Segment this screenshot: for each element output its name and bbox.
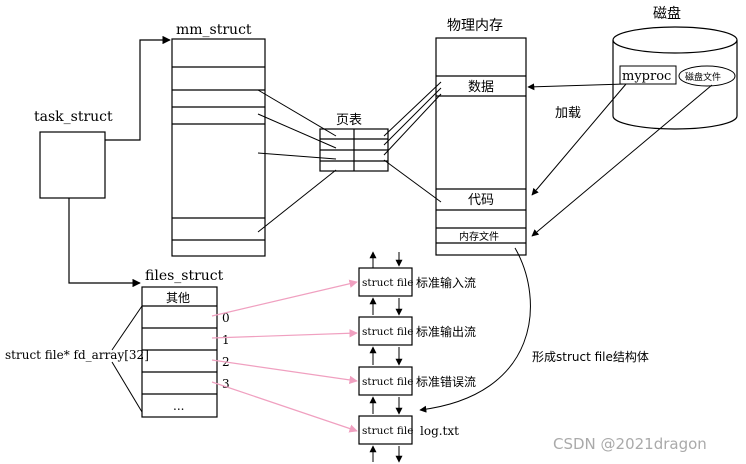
struct-file-desc: 标准输入流 xyxy=(416,275,476,290)
task-struct-box xyxy=(39,131,106,199)
physical-memory-box xyxy=(435,37,527,256)
struct-file-desc: 标准错误流 xyxy=(416,375,476,389)
page-table-label: 页表 xyxy=(336,113,362,128)
files-struct-label: files_struct xyxy=(145,268,224,284)
mm-to-pagetable-lines xyxy=(257,89,337,233)
files-ellipsis-label: ... xyxy=(173,399,184,413)
disk-file-ellipse xyxy=(678,65,736,87)
mm-struct-box xyxy=(171,38,266,257)
struct-file-node: struct file 标准输入流 xyxy=(358,267,476,297)
fd-index-0: 0 xyxy=(222,311,230,325)
disk-cylinder xyxy=(612,26,738,130)
task-struct-label: task_struct xyxy=(34,109,113,125)
struct-file-box-label: struct file xyxy=(362,277,413,289)
disk-label: 磁盘 xyxy=(653,5,681,22)
diskfile-to-memfile-arrow xyxy=(531,84,713,237)
disk-file-label: 磁盘文件 xyxy=(685,71,721,83)
fd-array-brace-bottom xyxy=(111,361,143,413)
struct-file-list: struct file 标准输入流 struct file 标准输出流 stru… xyxy=(358,251,476,463)
struct-file-desc: 标准输出流 xyxy=(416,324,476,339)
struct-file-desc: log.txt xyxy=(420,424,459,438)
task-to-mm-arrow xyxy=(105,35,171,141)
fd-pointer-arrows xyxy=(211,279,358,433)
struct-file-node: struct file 标准输出流 xyxy=(358,316,476,346)
code-segment-label: 代码 xyxy=(468,193,494,208)
fd-array-brace-top xyxy=(111,305,143,351)
physical-memory-label: 物理内存 xyxy=(447,18,503,34)
myproc-to-data-arrow xyxy=(527,83,626,91)
data-segment-label: 数据 xyxy=(468,80,494,95)
fd-index-3: 3 xyxy=(222,377,230,391)
struct-file-box-label: struct file xyxy=(362,326,413,338)
myproc-to-code-arrow xyxy=(531,83,627,196)
load-label: 加载 xyxy=(555,106,581,121)
pagetable-to-memory-lines xyxy=(383,81,442,203)
myproc-box xyxy=(619,65,677,85)
form-struct-label: 形成struct file结构体 xyxy=(532,349,649,364)
page-table-box xyxy=(319,128,389,172)
memfile-to-logtxt-arrow xyxy=(419,247,531,413)
mm-struct-label: mm_struct xyxy=(176,22,252,38)
files-struct-box xyxy=(141,286,218,418)
files-other-label: 其他 xyxy=(166,291,190,305)
struct-file-box-label: struct file xyxy=(362,376,413,388)
struct-file-node: struct file 标准错误流 xyxy=(358,366,476,396)
struct-file-box-label: struct file xyxy=(362,425,413,437)
mem-file-label: 内存文件 xyxy=(459,230,499,243)
myproc-label: myproc xyxy=(622,69,671,84)
task-to-files-arrow xyxy=(68,198,141,288)
list-link-arrows xyxy=(369,251,403,463)
struct-file-node: struct file log.txt xyxy=(358,415,459,445)
fd-index-1: 1 xyxy=(222,333,230,347)
watermark: CSDN @2021dragon xyxy=(553,435,707,453)
fd-array-label: struct file* fd_array[32] xyxy=(5,348,149,362)
